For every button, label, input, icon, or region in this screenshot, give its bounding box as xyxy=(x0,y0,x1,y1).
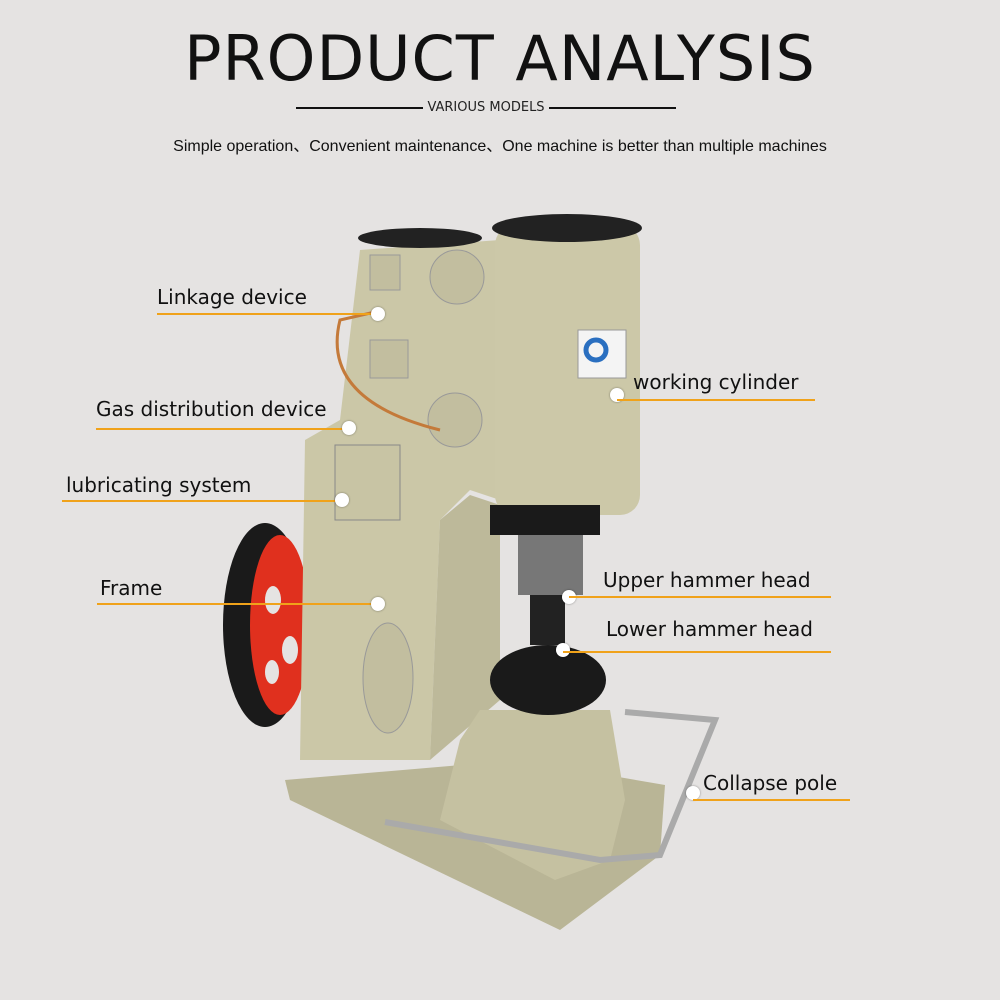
divider xyxy=(548,106,676,109)
label-frame: Frame xyxy=(100,576,163,600)
leader-line xyxy=(157,313,377,315)
page-title: PRODUCT ANALYSIS xyxy=(184,22,816,95)
lower-anvil xyxy=(490,645,606,715)
marker-dot xyxy=(556,643,570,657)
subtitle: VARIOUS MODELS xyxy=(427,100,545,115)
leader-line xyxy=(693,799,850,801)
tagline: Simple operation、Convenient maintenance、… xyxy=(173,138,827,155)
marker-dot xyxy=(610,388,624,402)
marker-dot xyxy=(371,597,385,611)
label-lubricating-system: lubricating system xyxy=(66,473,252,497)
leader-line xyxy=(569,596,831,598)
leader-line xyxy=(563,651,831,653)
collapse-pole xyxy=(384,709,720,864)
label-lower-hammer-head: Lower hammer head xyxy=(606,617,813,641)
subtitle-row: VARIOUS MODELS xyxy=(296,100,676,115)
label-working-cylinder: working cylinder xyxy=(633,370,799,394)
leader-line xyxy=(97,603,377,605)
label-upper-hammer-head: Upper hammer head xyxy=(603,568,811,592)
label-linkage-device: Linkage device xyxy=(157,285,307,309)
marker-dot xyxy=(686,786,700,800)
leader-line xyxy=(96,428,348,430)
flywheel-red xyxy=(250,535,310,715)
marker-dot xyxy=(335,493,349,507)
marker-dot xyxy=(371,307,385,321)
divider xyxy=(296,106,424,109)
leader-line xyxy=(617,399,815,401)
label-collapse-pole: Collapse pole xyxy=(703,771,838,795)
working-cylinder xyxy=(495,225,640,515)
leader-line xyxy=(62,500,340,502)
label-gas-distribution-device: Gas distribution device xyxy=(96,397,327,421)
marker-dot xyxy=(342,421,356,435)
